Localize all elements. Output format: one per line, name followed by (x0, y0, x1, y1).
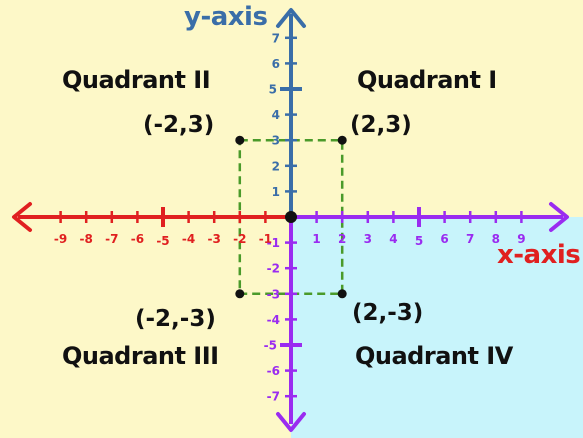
x-tick-label: 5 (415, 234, 423, 248)
y-tick-label: 2 (272, 159, 280, 173)
y-tick-label: 3 (272, 134, 280, 148)
point-label-2-neg3: (2,-3) (352, 300, 424, 326)
x-tick-label: -4 (182, 232, 195, 246)
x-axis-left-arrow (12, 202, 32, 232)
x-axis-title: x-axis (497, 240, 581, 270)
y-tick-label: 4 (272, 108, 280, 122)
quadrant-iii-label: Quadrant III (62, 342, 219, 370)
x-tick-label: -2 (233, 232, 246, 246)
x-tick-label: -1 (259, 232, 272, 246)
y-tick-label: -4 (267, 313, 280, 327)
y-axis-top-arrow (276, 8, 306, 28)
quadrant-i-label: Quadrant I (357, 66, 497, 94)
y-tick-label: -2 (267, 262, 280, 276)
x-tick-label: 7 (466, 232, 474, 246)
x-tick-label: -7 (105, 232, 118, 246)
point-label-neg2-3: (-2,3) (143, 112, 215, 138)
plotted-point (337, 289, 347, 299)
x-tick-label: -3 (208, 232, 221, 246)
plotted-point (235, 135, 245, 145)
x-tick-label: 6 (440, 232, 448, 246)
y-tick-label: -7 (267, 390, 280, 404)
y-axis-title: y-axis (184, 2, 268, 32)
x-tick-label: -9 (54, 232, 67, 246)
y-tick-label: 7 (272, 31, 280, 45)
quadrant-ii-label: Quadrant II (62, 66, 211, 94)
origin-point (285, 211, 297, 223)
x-tick-label: 9 (517, 232, 525, 246)
y-tick-label: 1 (272, 185, 280, 199)
x-tick-label: 8 (492, 232, 500, 246)
y-tick-label: -5 (264, 339, 277, 353)
x-tick-label: 3 (364, 232, 372, 246)
y-tick-label: 5 (269, 83, 277, 97)
y-tick-label: -1 (267, 236, 280, 250)
x-tick-label: -8 (80, 232, 93, 246)
y-tick-label: -6 (267, 364, 280, 378)
quadrant-iv-shading (291, 217, 583, 438)
y-tick-label: -3 (267, 287, 280, 301)
point-label-2-3: (2,3) (350, 112, 412, 138)
x-tick-label: 2 (338, 232, 346, 246)
y-tick-label: 6 (272, 57, 280, 71)
plotted-point (337, 135, 347, 145)
x-axis-right-arrow (549, 202, 569, 232)
x-tick-label: 1 (312, 232, 320, 246)
x-tick-label: -5 (156, 234, 169, 248)
y-axis-bottom-arrow (276, 412, 306, 432)
x-tick-label: 4 (389, 232, 397, 246)
x-tick-label: -6 (131, 232, 144, 246)
point-label-neg2-neg3: (-2,-3) (135, 306, 216, 332)
quadrant-iv-label: Quadrant IV (355, 342, 513, 370)
plotted-point (235, 289, 245, 299)
